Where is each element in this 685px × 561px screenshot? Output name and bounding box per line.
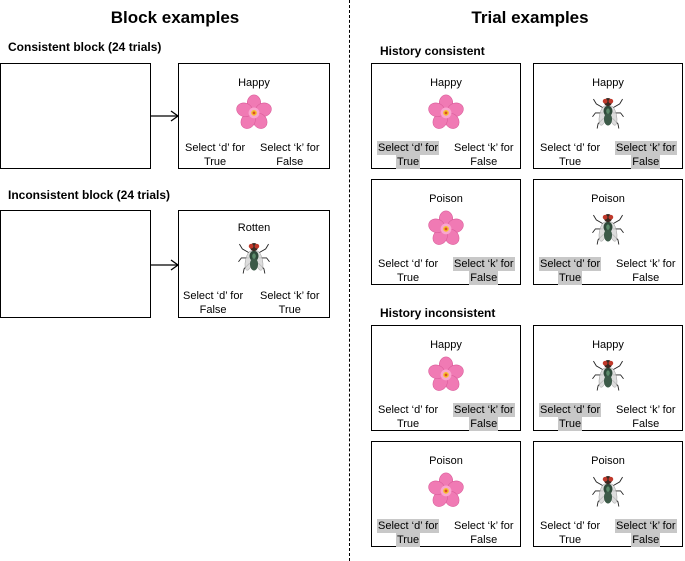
stimulus-word: Happy (592, 339, 624, 351)
fly-icon (590, 210, 626, 246)
arrow-right-icon (150, 259, 180, 271)
flower-icon (428, 210, 464, 246)
blank-screen (0, 210, 151, 318)
flower-icon (428, 472, 464, 508)
flower-icon (236, 94, 272, 130)
block-label: Inconsistent block (24 trials) (8, 188, 171, 202)
stimulus-word: Happy (592, 77, 624, 89)
section-label: History consistent (380, 44, 485, 58)
fly-icon (236, 239, 272, 275)
section-label: History inconsistent (380, 306, 496, 320)
fly-icon (590, 472, 626, 508)
section-divider (349, 0, 350, 561)
stimulus-word: Poison (591, 455, 625, 467)
trial-examples-heading: Trial examples (471, 8, 589, 27)
block-examples-heading: Block examples (110, 8, 240, 27)
stimulus-word: Rotten (237, 222, 271, 234)
fly-icon (590, 94, 626, 130)
stimulus-word: Happy (238, 77, 270, 89)
stimulus-word: Poison (591, 193, 625, 205)
stimulus-word: Happy (430, 77, 462, 89)
block-label: Consistent block (24 trials) (8, 40, 162, 54)
flower-icon (428, 356, 464, 392)
arrow-right-icon (150, 110, 180, 122)
fly-icon (590, 356, 626, 392)
stimulus-word: Happy (430, 339, 462, 351)
stimulus-word: Poison (429, 193, 463, 205)
flower-icon (428, 94, 464, 130)
stimulus-word: Poison (429, 455, 463, 467)
blank-screen (0, 63, 151, 169)
